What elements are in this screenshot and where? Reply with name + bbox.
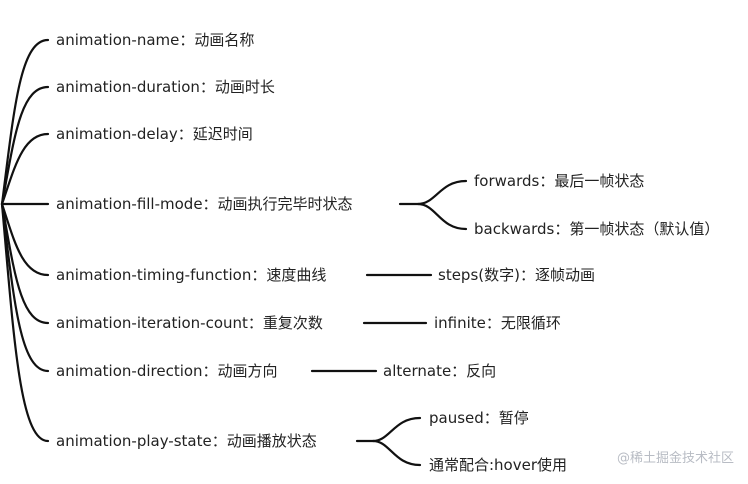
branch-animation-duration [0,85,50,206]
branch-hover-usage [371,439,422,467]
node-backwards: backwards：第一帧状态（默认值） [474,220,720,238]
node-alternate: alternate：反向 [383,362,497,380]
watermark: @稀土掘金技术社区 [616,451,734,466]
branch-animation-timing-function [0,202,50,277]
branch-animation-play-state [0,202,50,443]
branch-backwards [416,202,468,231]
node-animation-duration: animation-duration：动画时长 [56,78,275,96]
branch-forwards [398,179,468,206]
node-hover-usage: 通常配合:hover使用 [429,456,568,474]
node-animation-name: animation-name：动画名称 [56,31,255,49]
node-animation-direction: animation-direction：动画方向 [56,362,278,380]
branch-paused [355,416,422,443]
node-animation-fill-mode: animation-fill-mode：动画执行完毕时状态 [56,195,353,213]
branch-animation-name [0,38,50,206]
node-animation-timing-function: animation-timing-function：速度曲线 [56,266,327,284]
node-animation-delay: animation-delay：延迟时间 [56,125,253,143]
node-infinite: infinite：无限循环 [434,314,561,332]
branch-animation-direction [0,202,50,373]
node-paused: paused：暂停 [429,409,529,427]
branch-animation-delay [0,132,50,206]
node-animation-play-state: animation-play-state：动画播放状态 [56,432,317,450]
node-animation-iteration-count: animation-iteration-count：重复次数 [56,314,323,332]
node-steps: steps(数字)：逐帧动画 [438,266,595,284]
branch-animation-iteration-count [0,202,50,325]
node-forwards: forwards：最后一帧状态 [474,172,645,190]
